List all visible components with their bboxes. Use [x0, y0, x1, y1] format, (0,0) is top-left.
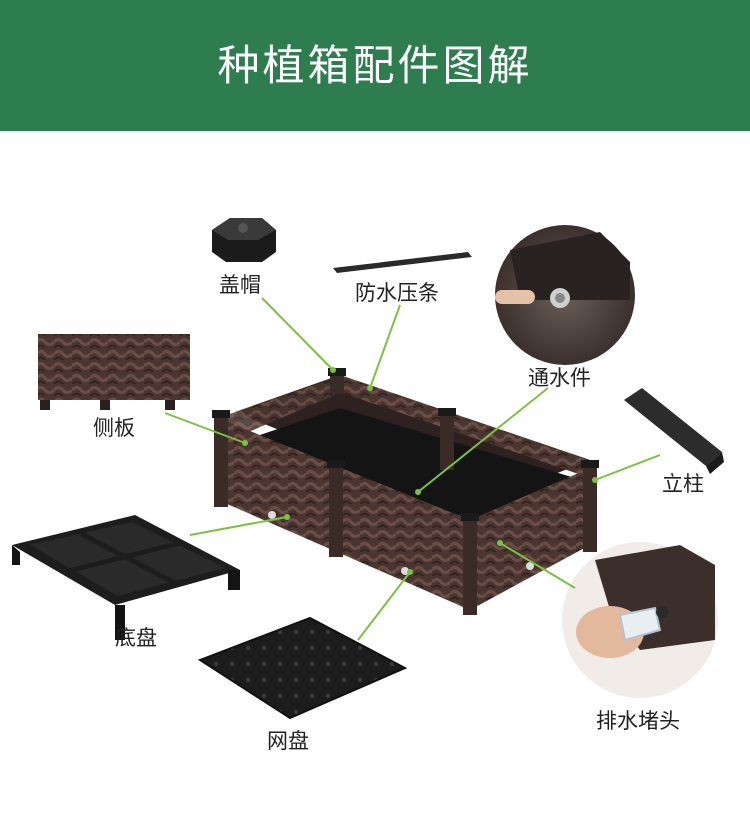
water-strip-part [333, 252, 472, 273]
label-base-tray: 底盘 [115, 626, 157, 650]
label-water-connector: 通水件 [528, 366, 591, 390]
label-water-strip: 防水压条 [355, 281, 439, 305]
base-tray-part [12, 515, 240, 640]
planter-box [212, 368, 599, 615]
side-panel-part [38, 334, 190, 410]
cap-part [212, 218, 276, 262]
water-connector-detail [495, 225, 635, 365]
mesh-tray-part [197, 616, 408, 720]
drain-plug-detail [562, 542, 718, 698]
label-cap: 盖帽 [219, 273, 261, 297]
column-part [624, 388, 724, 474]
label-mesh-tray: 网盘 [267, 729, 309, 753]
page-title: 种植箱配件图解 [217, 41, 533, 90]
label-column: 立柱 [662, 472, 704, 496]
leader-lines [164, 297, 661, 641]
header-banner: 种植箱配件图解 [0, 0, 750, 131]
leader-dots [242, 367, 598, 575]
label-side-panel: 侧板 [93, 416, 135, 440]
label-drain-plug: 排水堵头 [596, 709, 680, 733]
